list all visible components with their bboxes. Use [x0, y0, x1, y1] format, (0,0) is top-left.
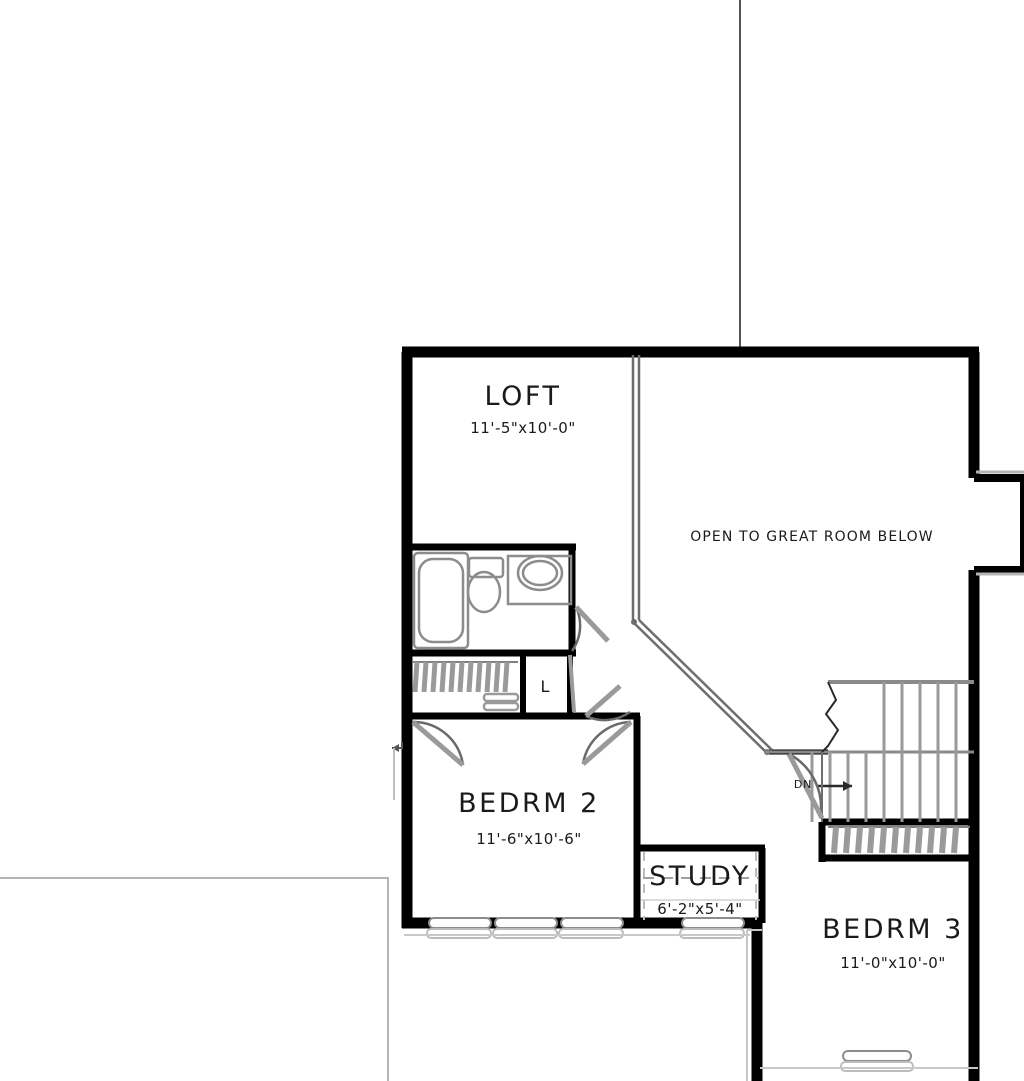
door-bath-leaf [574, 605, 610, 643]
annotation-laundry-closet: L [540, 677, 550, 696]
stair-break-line [821, 681, 840, 753]
door-bedrm2-arc [412, 720, 465, 766]
vanity-sink-bowl [516, 554, 564, 592]
closet-garments [412, 661, 510, 693]
lower-left-outline [0, 877, 389, 1081]
section-arrow-head [392, 744, 399, 752]
door-bedrm2-leaf [411, 720, 465, 767]
door-bedrm3-leaf [786, 752, 825, 820]
room-dimension-bedrm2: 11'-6"x10'-6" [476, 830, 582, 848]
railing-diagonal [632, 621, 767, 753]
background-outlines [0, 877, 389, 1081]
annotation-stair-direction: DN [793, 778, 813, 791]
toilet-bowl [466, 570, 502, 614]
wall-right-bay [974, 474, 1024, 574]
closet-rod-bath [412, 661, 520, 712]
windows [426, 470, 1024, 1072]
door-laundry-leaf [568, 654, 576, 713]
railing-diagonal-inner [638, 619, 773, 751]
closet-rod-bedrm3 [828, 826, 970, 854]
window-bedrm2-1 [428, 917, 492, 929]
room-label-loft: LOFT [484, 381, 562, 412]
study-detail [641, 852, 760, 920]
bathtub-inner [417, 557, 465, 644]
annotation-open-to-great-room: OPEN TO GREAT ROOM BELOW [690, 529, 934, 545]
door-bedrm3-arc [788, 752, 823, 819]
bath-fixtures [412, 551, 573, 650]
door-bedrm2b-arc [581, 720, 632, 765]
railing-open-area [631, 355, 773, 755]
closet-garments-b3 [831, 826, 959, 854]
toilet-tank [467, 556, 505, 579]
room-label-bedrm3: BEDRM 3 [822, 914, 964, 945]
room-label-bedrm2: BEDRM 2 [458, 788, 600, 819]
window-bedrm3 [842, 1050, 912, 1062]
window-bedrm2-2 [494, 917, 558, 929]
stair-treads [810, 682, 958, 822]
door-bedrm2b-leaf [581, 720, 633, 766]
door-hall-leaf [584, 684, 622, 718]
railing-post-upper [631, 619, 637, 625]
vanity-sink-inner [521, 559, 559, 587]
door-hall-arc [585, 710, 631, 722]
window-bedrm2-4 [681, 917, 745, 929]
stair-arrow-head [843, 781, 852, 791]
room-dimension-study: 6'-2"x5'-4" [657, 900, 743, 918]
bathtub-outer [412, 551, 470, 650]
stairs-down [765, 680, 974, 822]
reference-lines [392, 742, 978, 1081]
room-label-study: STUDY [649, 861, 751, 892]
room-dimension-bedrm3: 11'-0"x10'-0" [840, 954, 946, 972]
window-bedrm2-3 [560, 917, 624, 929]
closet-shelves [482, 692, 520, 712]
doors [411, 605, 825, 820]
room-dimension-loft: 11'-5"x10'-0" [470, 419, 576, 437]
